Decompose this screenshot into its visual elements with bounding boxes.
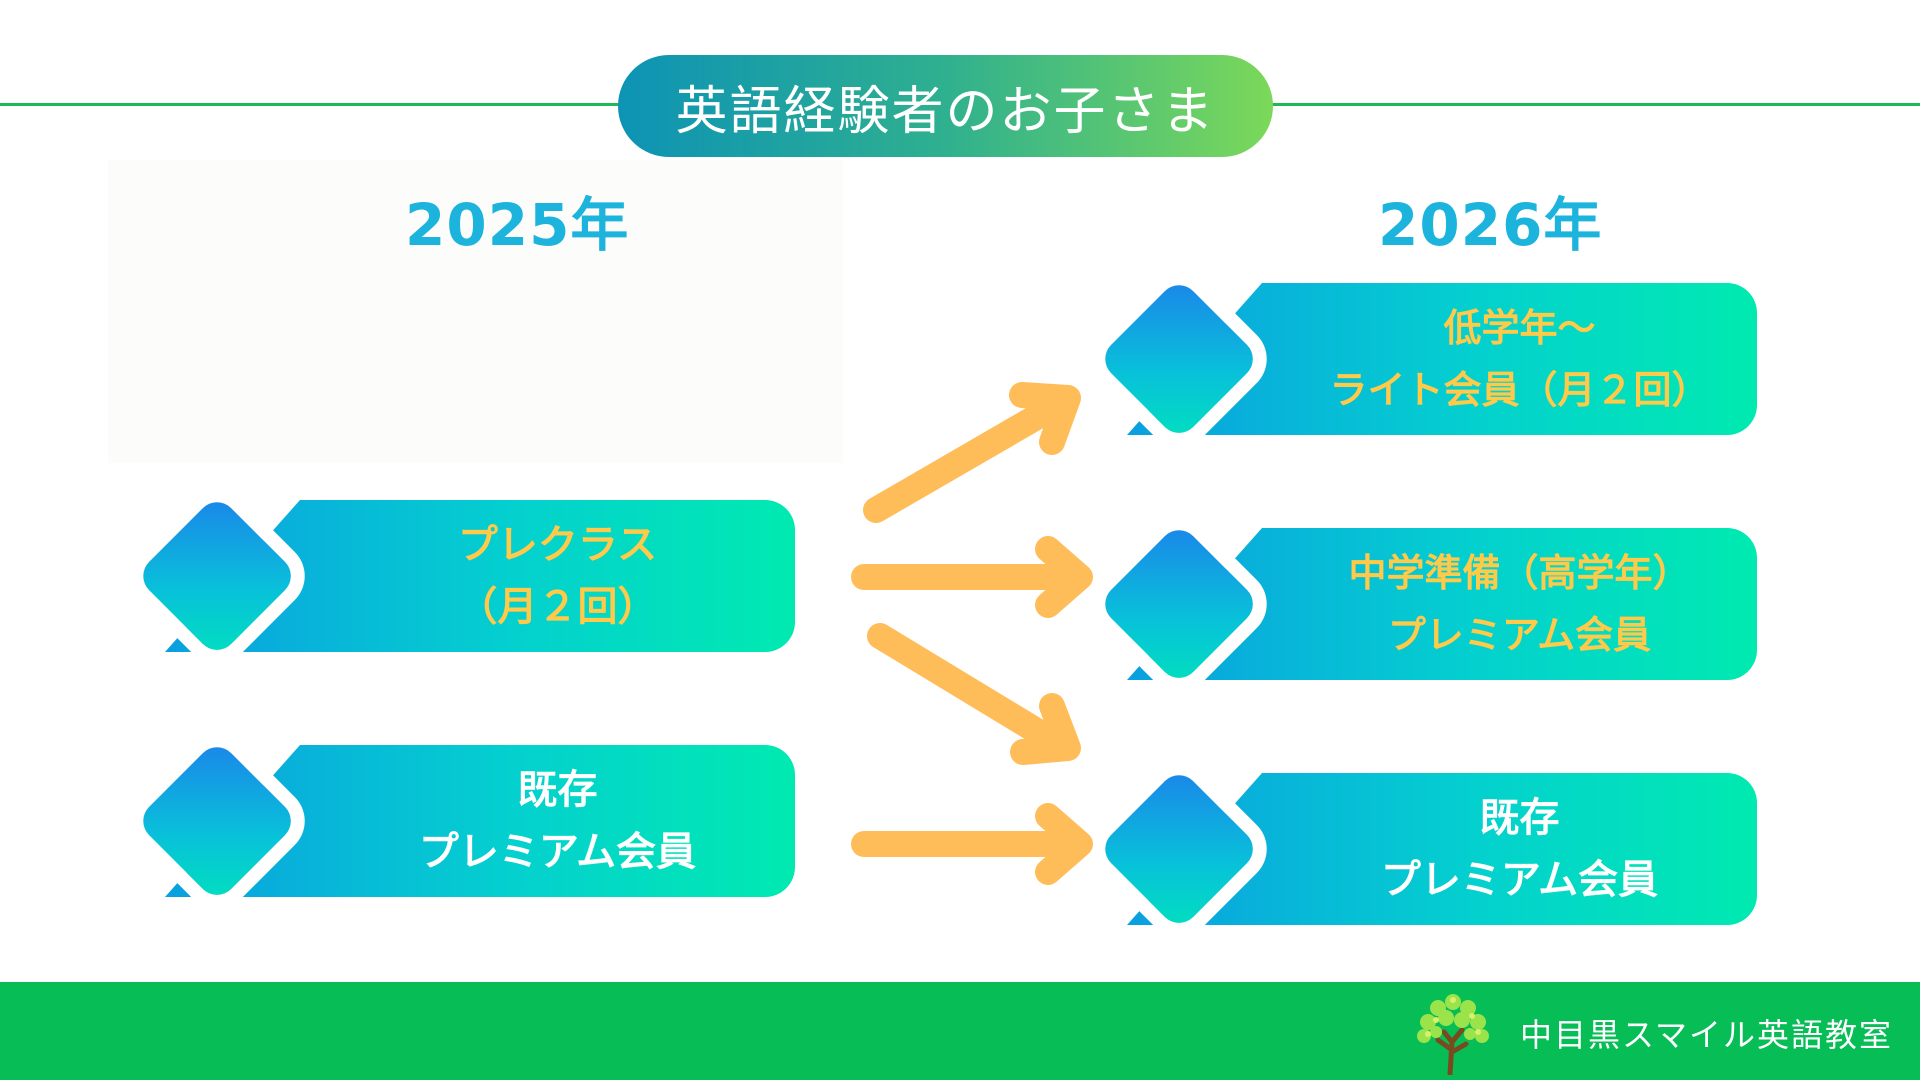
- card-label-line1: 既存: [1479, 795, 1560, 841]
- card-label-line2: ライト会員（月２回）: [1329, 368, 1710, 412]
- card-lower-grade-light: 低学年～ ライト会員（月２回）: [1096, 276, 1757, 442]
- school-name: 中目黒スマイル英語教室: [1520, 1016, 1894, 1054]
- arrow-preclass-to-existing: [867, 623, 1081, 765]
- card-label-line2: （月２回）: [457, 584, 658, 630]
- card-existing-premium-2026: 既存 プレミアム会員: [1096, 766, 1757, 932]
- card-label-line2: プレミアム会員: [1380, 857, 1659, 903]
- diamond-icon: [1096, 276, 1262, 442]
- page-title: 英語経験者のお子さま: [618, 55, 1273, 157]
- tree-icon: [1417, 994, 1489, 1075]
- arrow-preclass-to-prep: [851, 536, 1093, 618]
- card-label: 中学準備（高学年） プレミアム会員: [1292, 528, 1747, 680]
- arrow-preclass-to-light: [863, 382, 1081, 523]
- year-2026-heading: 2026年: [1378, 191, 1603, 259]
- card-label: 低学年～ ライト会員（月２回）: [1292, 283, 1747, 435]
- card-label: 既存 プレミアム会員: [1292, 773, 1747, 925]
- diamond-icon: [1096, 766, 1262, 932]
- card-preclass: プレクラス （月２回）: [134, 493, 795, 659]
- blank-panel: [108, 160, 843, 463]
- footer-bar: [0, 982, 1920, 1080]
- diamond-icon: [134, 738, 300, 904]
- arrow-existing-to-existing: [851, 803, 1093, 885]
- diamond-icon: [134, 493, 300, 659]
- card-label-line1: 中学準備（高学年）: [1348, 551, 1691, 595]
- card-existing-premium-2025: 既存 プレミアム会員: [134, 738, 795, 904]
- year-2025-heading: 2025年: [405, 191, 630, 259]
- diamond-icon: [1096, 521, 1262, 687]
- card-label-line1: プレクラス: [457, 522, 658, 568]
- card-label-line2: プレミアム会員: [418, 829, 697, 875]
- card-label-line1: 低学年～: [1443, 306, 1596, 350]
- card-label-line2: プレミアム会員: [1387, 613, 1652, 657]
- card-label: プレクラス （月２回）: [330, 500, 785, 652]
- card-junior-high-prep-premium: 中学準備（高学年） プレミアム会員: [1096, 521, 1757, 687]
- card-label: 既存 プレミアム会員: [330, 745, 785, 897]
- card-label-line1: 既存: [517, 767, 598, 813]
